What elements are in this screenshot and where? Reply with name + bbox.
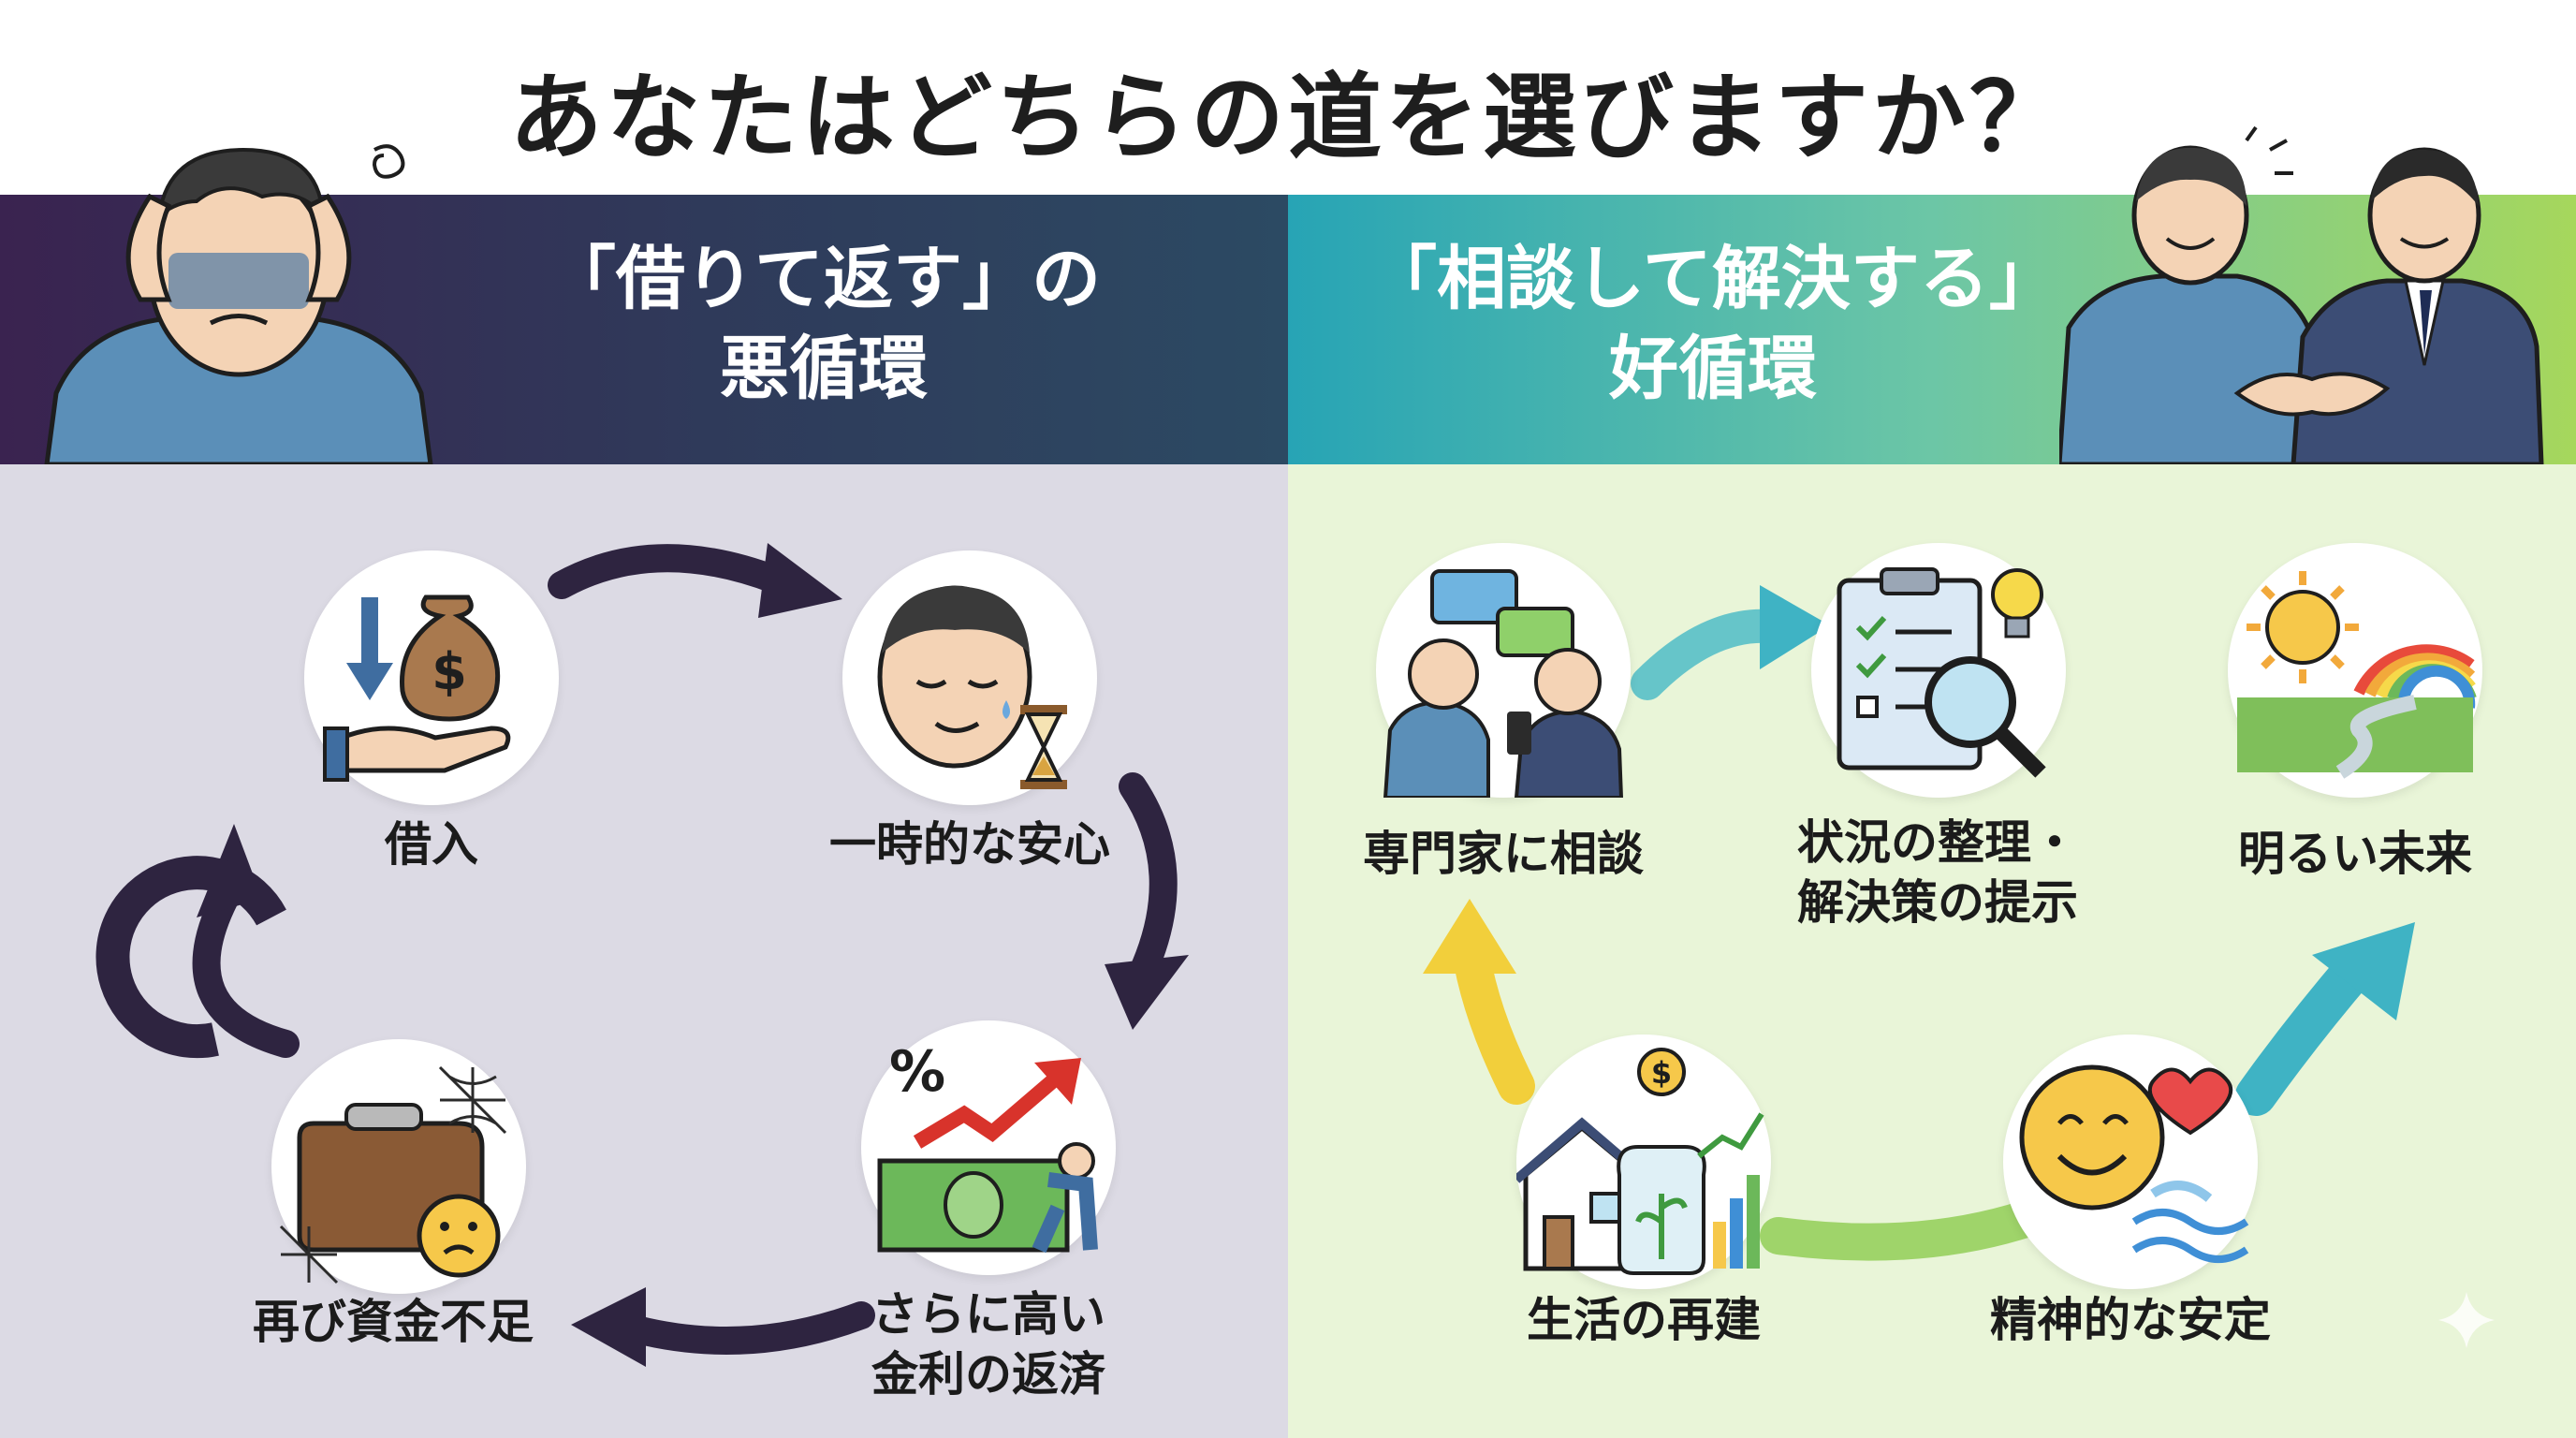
future-label: 明るい未来 [2238,827,2472,881]
organize-label-line2: 解決策の提示 [1797,875,2078,930]
rebuild-label: 生活の再建 [1527,1293,1761,1347]
arrow-borrow-to-relief [548,544,791,599]
relieved-face-hourglass-icon [877,585,1067,789]
borrow-circle: $ [304,550,559,805]
left-header-line1: 「借りて返す」の [547,239,1101,319]
organize-label: 状況の整理・ 解決策の提示 [1750,813,2125,932]
shortage-label: 再び資金不足 [253,1295,534,1349]
arrowhead-teal [2312,922,2415,1020]
interest-label-line1: さらに高い [871,1287,1105,1342]
relief-circle [842,550,1097,805]
consult-circle [1376,543,1631,798]
money-bag-hand-icon: $ [323,594,511,782]
arrowhead-consult [1760,585,1830,669]
sparkle-icon [2438,1292,2495,1348]
clipboard-magnifier-icon [1837,567,2046,778]
virtuous-cycle-arrows [1423,585,2415,1261]
right-header-line2: 好循環 [1609,329,1817,409]
borrow-label: 借入 [385,817,478,872]
svg-text:$: $ [432,642,467,701]
arrowhead-yellow [1423,899,1516,974]
arrowhead-1 [758,543,842,618]
consultation-icon [1383,569,1624,798]
arrow-shortage-to-borrow [192,885,300,1058]
interest-label: さらに高い 金利の返済 [824,1284,1153,1404]
arrow-relief-to-interest [1119,772,1178,988]
relief-label: 一時的な安心 [829,817,1110,872]
handshake-people-icon [2059,125,2544,464]
arrow-stability-to-future [2235,944,2379,1116]
arrow-interest-to-shortage [622,1301,875,1355]
stability-circle [2003,1034,2258,1289]
arrowhead-2 [1105,955,1189,1030]
page-title: あなたはどちらの道を選びますか？ [509,63,2067,172]
empty-wallet-cobweb-icon [279,1065,507,1284]
sun-rainbow-icon [2237,571,2477,779]
organize-label-line1: 状況の整理・ [1797,815,2078,870]
future-circle [2228,543,2482,798]
consult-label: 専門家に相談 [1363,827,1644,881]
cycle-loop-arrow [95,856,286,1059]
left-header-line2: 悪循環 [720,329,928,409]
right-header-text: 「相談して解決する」 好循環 [1329,234,2097,414]
arrow-rebuild-to-stability [1760,1198,2050,1261]
shortage-circle [271,1039,526,1294]
rebuild-circle: $ [1516,1034,1771,1289]
high-interest-burden-icon: % [877,1039,1098,1254]
left-header-text: 「借りて返す」の 悪循環 [524,234,1123,414]
vicious-cycle-arrows [95,543,1189,1367]
house-growth-icon: $ [1516,1048,1764,1275]
svg-text:$: $ [1651,1055,1672,1091]
title-bar [0,0,2576,195]
stressed-man-icon [44,144,433,464]
svg-text:%: % [889,1039,945,1105]
interest-circle: % [861,1020,1116,1275]
smile-heart-icon [2019,1064,2249,1263]
organize-circle [1811,543,2066,798]
arrow-consult-to-organize [1631,609,1795,700]
stability-label: 精神的な安定 [1990,1293,2271,1347]
right-header-line1: 「相談して解決する」 [1368,239,2058,319]
arrowhead-3 [571,1287,646,1367]
interest-label-line2: 金利の返済 [871,1347,1105,1401]
